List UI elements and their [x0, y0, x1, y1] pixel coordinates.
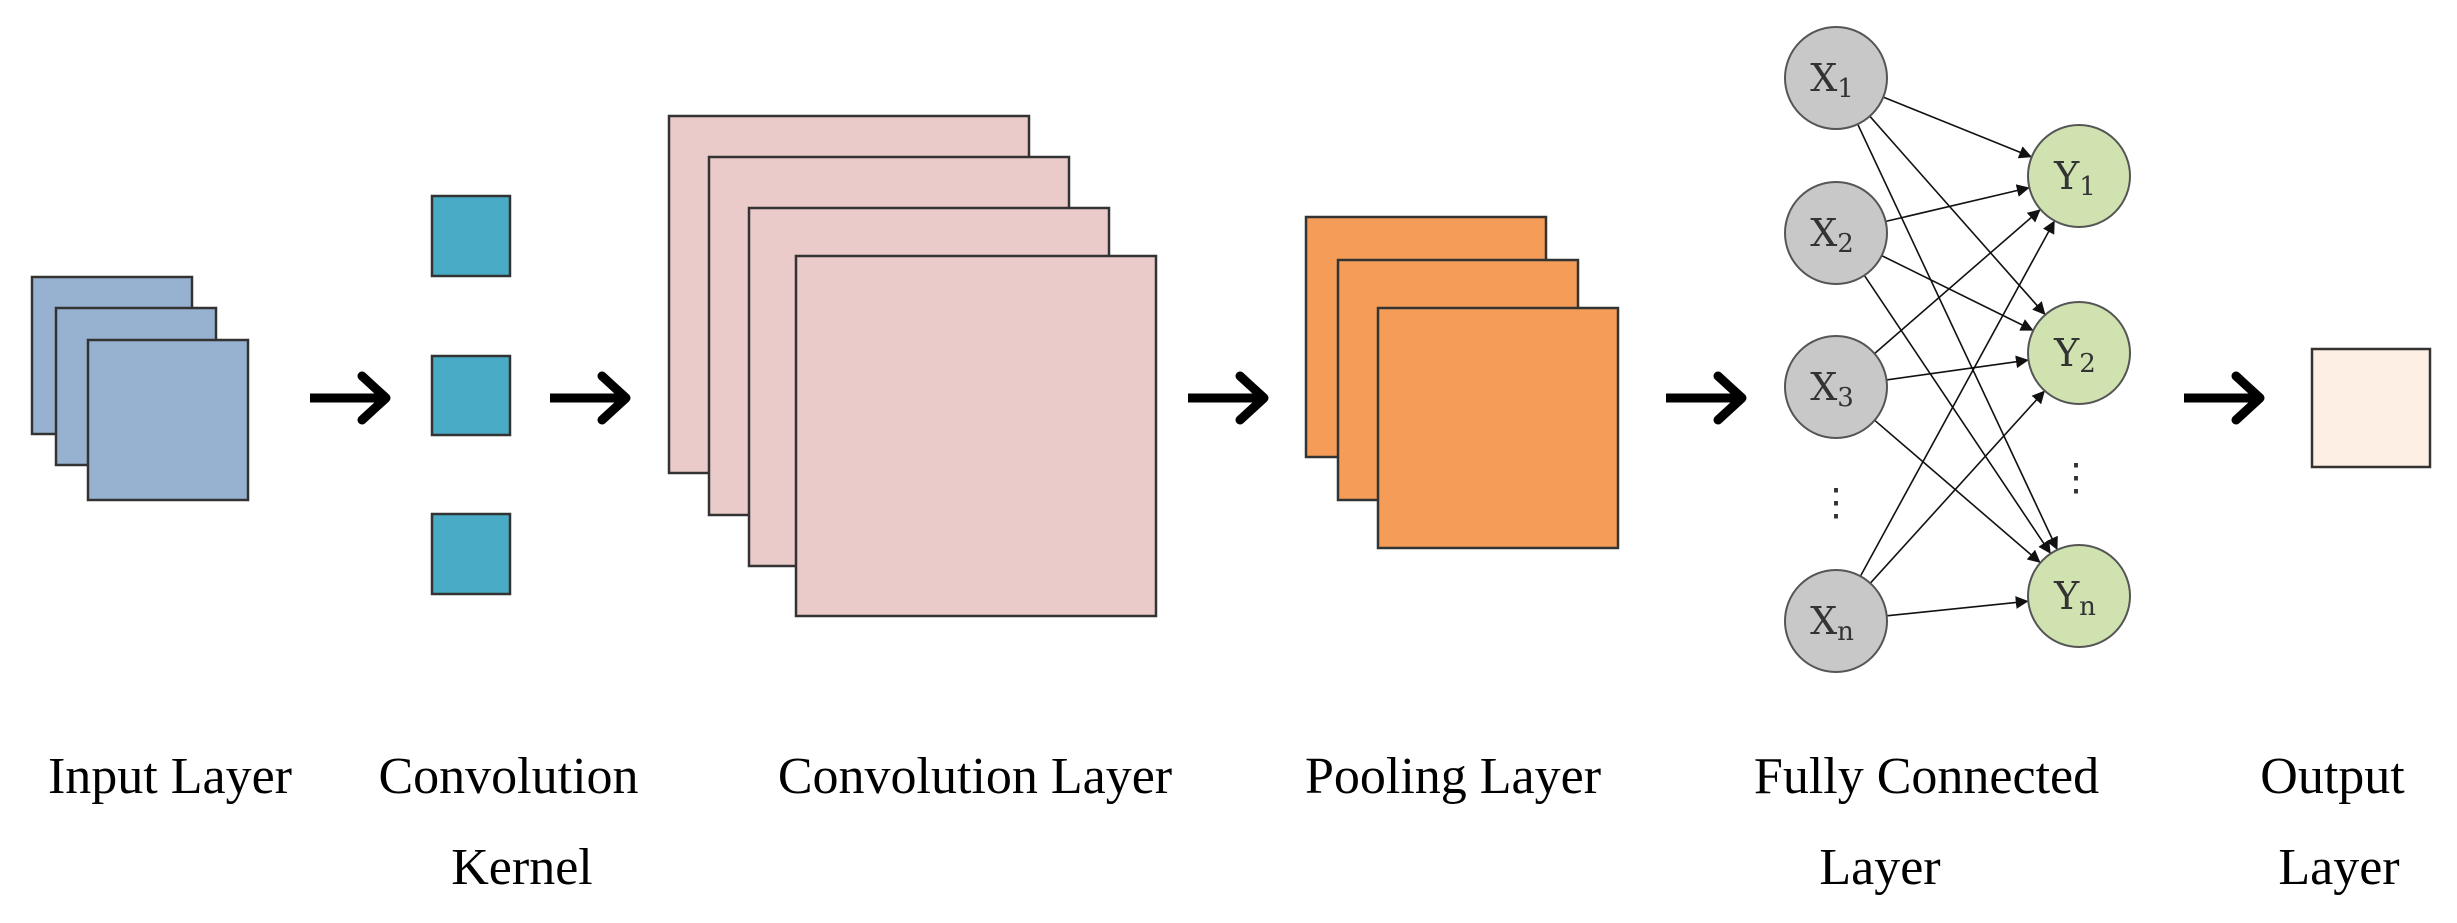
fc-node-x4-label: Xn — [1810, 599, 1854, 647]
flow-arrow-3 — [1188, 371, 1269, 425]
convolution-kernel — [430, 194, 512, 596]
fc-edge-x3-y3 — [1874, 419, 2041, 563]
kernel-square-3 — [430, 512, 512, 596]
fc-node-y2-label: Y2 — [2053, 331, 2096, 379]
fc-connections — [1856, 96, 2058, 617]
pool-map-3 — [1376, 306, 1620, 550]
output-layer — [2310, 347, 2432, 469]
fc-edge-x4-y1 — [1859, 220, 2055, 577]
label-pooling-layer: Pooling Layer — [1305, 748, 1601, 805]
fc-node-x2: X2 — [1784, 181, 1888, 285]
fc-node-y3: Yn — [2027, 544, 2131, 648]
fc-edge-x4-y2 — [1869, 390, 2045, 584]
kernel-square-2 — [430, 354, 512, 437]
kernel-square-1 — [430, 194, 512, 278]
fc-edge-x3-y1 — [1873, 209, 2041, 355]
y-ellipsis: ⋮ — [2057, 455, 2095, 499]
fc-edge-x1-y3 — [1856, 123, 2058, 551]
label-convolution-layer: Convolution Layer — [778, 748, 1172, 805]
fc-node-y1-label: Y1 — [2053, 154, 2096, 202]
x-ellipsis: ⋮ — [1817, 480, 1855, 524]
layer-labels: Input Layer Convolution Kernel Convoluti… — [48, 748, 2417, 896]
fc-node-x2-label: X2 — [1810, 211, 1854, 259]
convolution-layer — [667, 114, 1158, 618]
fc-node-y3-label: Yn — [2053, 574, 2096, 622]
label-input-layer: Input Layer — [48, 748, 292, 805]
flow-arrow-2 — [550, 371, 631, 425]
fc-node-x4: Xn — [1784, 569, 1888, 673]
label-convolution-kernel: Convolution Kernel — [378, 748, 651, 896]
label-fully-connected-layer: Fully Connected Layer — [1754, 748, 2112, 896]
conv-map-4 — [794, 254, 1158, 618]
flow-arrow-4 — [1666, 371, 1747, 425]
fc-node-x3: X3 — [1784, 335, 1888, 439]
fc-edge-x4-y3 — [1886, 596, 2029, 617]
fc-edge-x1-y2 — [1869, 115, 2046, 315]
input-map-3 — [86, 338, 250, 502]
output-box — [2310, 347, 2432, 469]
fc-node-x3-label: X3 — [1810, 365, 1854, 413]
fc-edge-x2-y3 — [1863, 274, 2051, 554]
fc-node-x1: X1 — [1784, 26, 1888, 130]
input-layer — [30, 275, 250, 502]
fc-edge-x2-y1 — [1885, 184, 2030, 223]
flow-arrow-1 — [310, 371, 391, 425]
fc-edge-x3-y2 — [1886, 355, 2029, 381]
flow-arrow-5 — [2184, 371, 2265, 425]
fc-edge-x2-y2 — [1881, 254, 2034, 331]
fc-node-y1: Y1 — [2027, 124, 2131, 228]
fc-node-x1-label: X1 — [1810, 56, 1854, 104]
pooling-layer — [1304, 215, 1620, 550]
fc-node-y2: Y2 — [2027, 301, 2131, 405]
fc-edge-x1-y1 — [1883, 96, 2032, 159]
label-output-layer: Output Layer — [2260, 748, 2417, 896]
